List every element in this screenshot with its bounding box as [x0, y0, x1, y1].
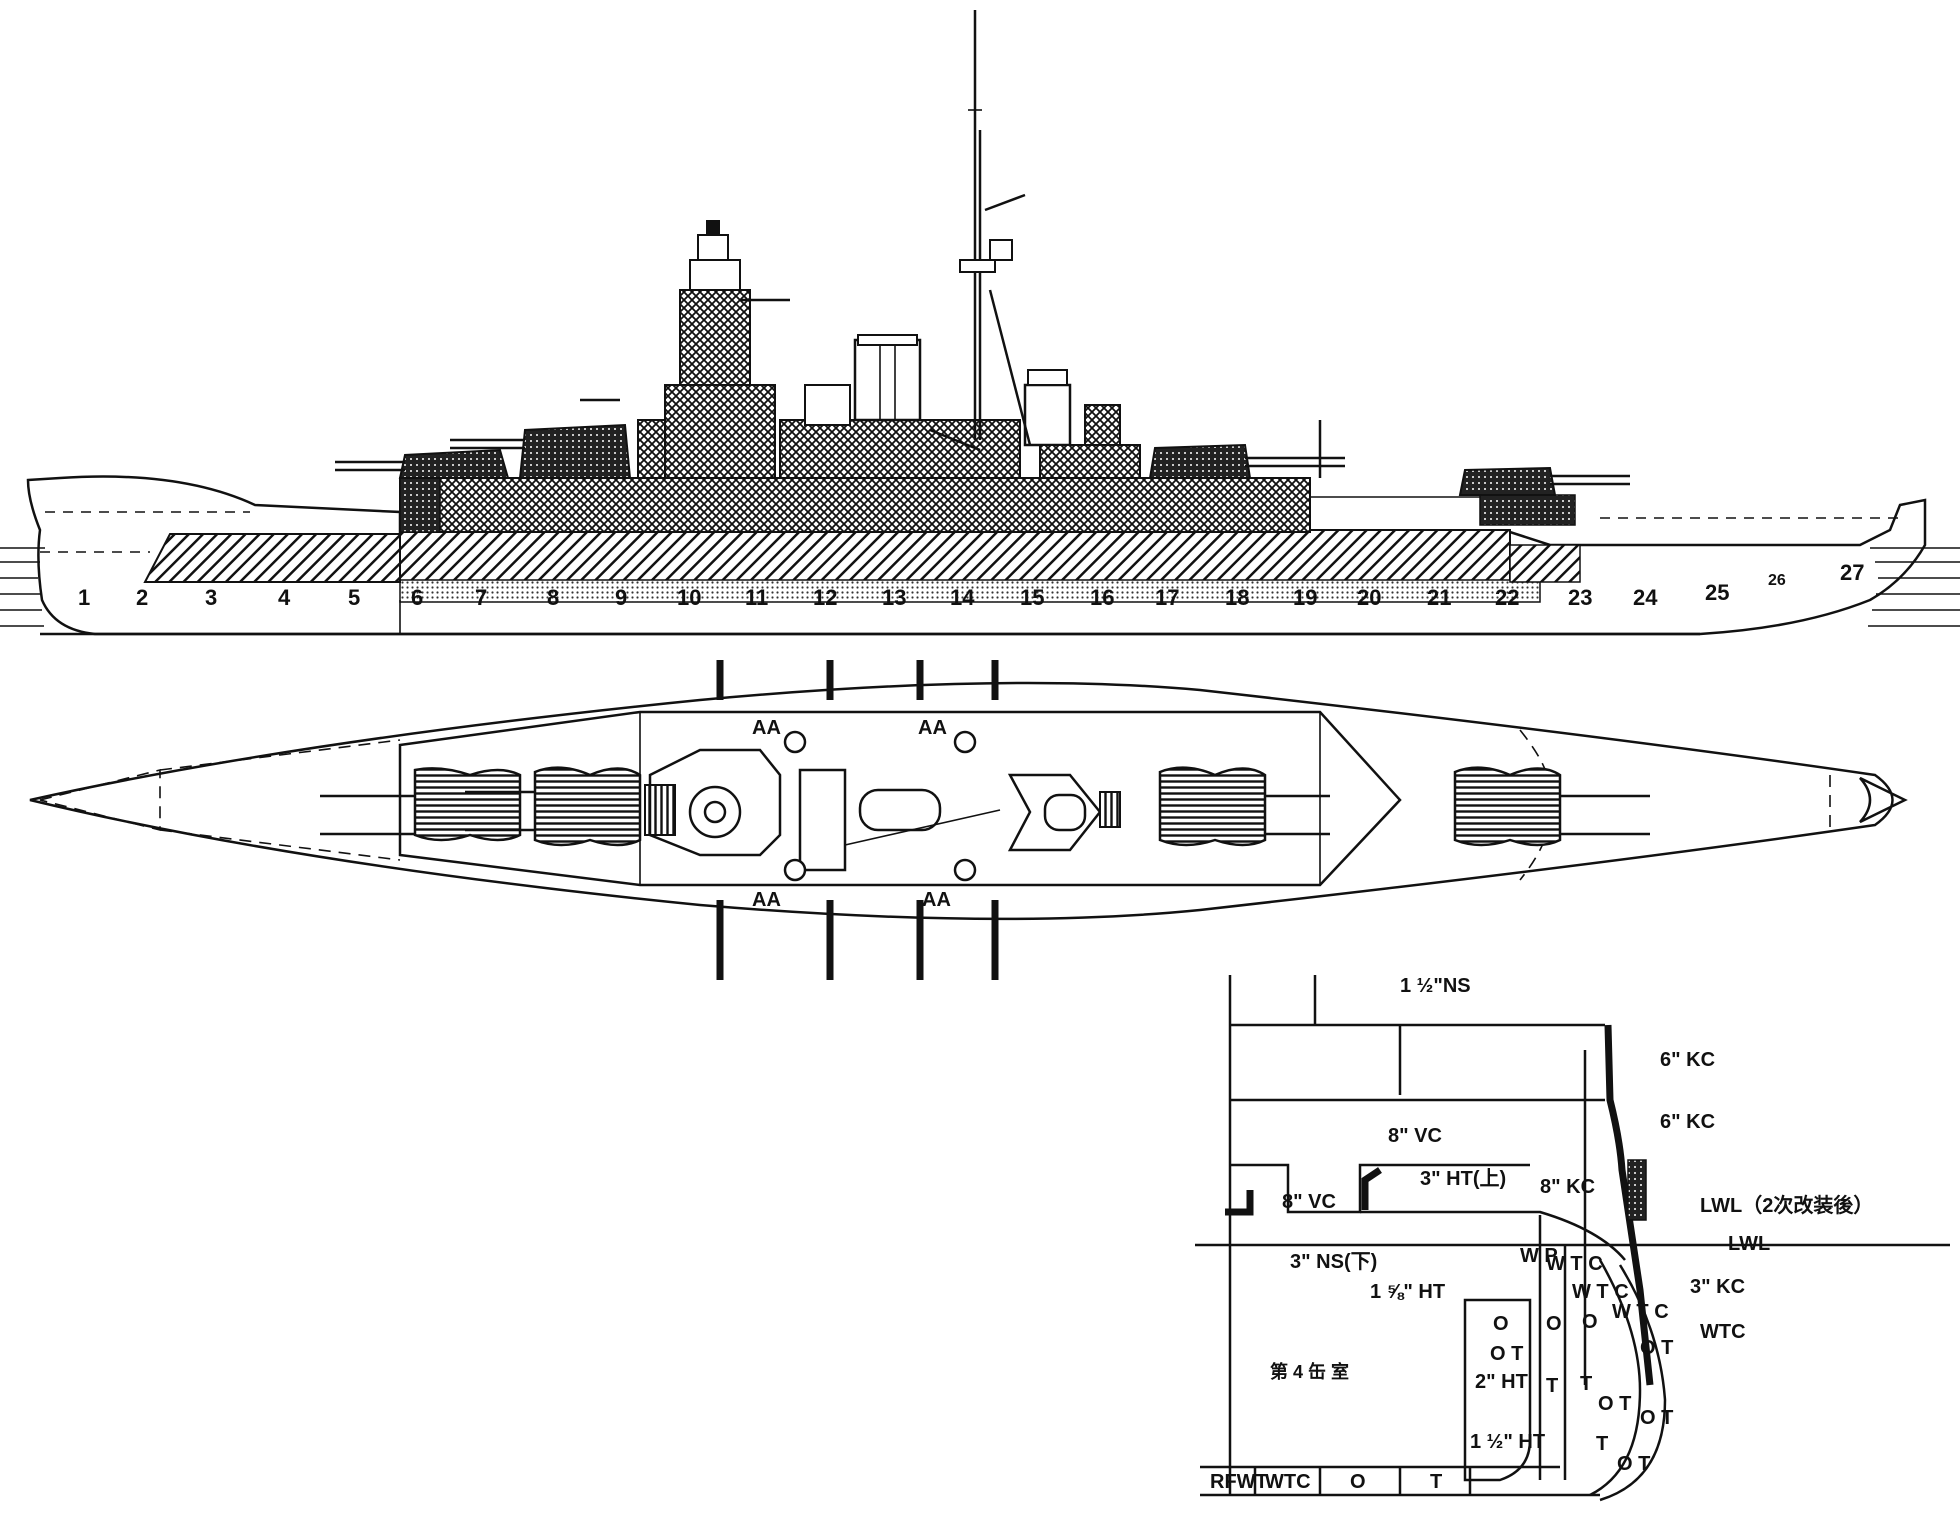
midship-section	[1195, 975, 1950, 1502]
label-ht1-5: 1 ½" HT	[1470, 1431, 1545, 1453]
compartment-number: 9	[615, 585, 627, 610]
label-kc3: 3" KC	[1690, 1276, 1745, 1298]
bottom-cell: WTC	[1265, 1471, 1311, 1493]
aa-labels: AA AA AA AA	[752, 717, 951, 911]
label-kc8: 8" KC	[1540, 1176, 1595, 1198]
compartment-number: 20	[1357, 585, 1381, 610]
label-kc6-a: 6" KC	[1660, 1049, 1715, 1071]
cell-ot: O T	[1490, 1343, 1523, 1365]
compartment-number: 24	[1633, 585, 1658, 610]
compartment-number: 22	[1495, 585, 1519, 610]
cell-wtc: W T C	[1572, 1281, 1629, 1303]
compartment-number: 5	[348, 585, 360, 610]
label-kc6-b: 6" KC	[1660, 1111, 1715, 1133]
compartment-number: 17	[1155, 585, 1179, 610]
compartment-number: 16	[1090, 585, 1114, 610]
aft-belt	[1509, 544, 1581, 583]
label-lwl-refit: LWL（2次改装後）	[1700, 1193, 1873, 1217]
label-ht1-5-8: 1 ⅝" HT	[1370, 1281, 1445, 1303]
cell-o: O	[1582, 1311, 1598, 1333]
bottom-cell: RFWT	[1210, 1471, 1268, 1493]
deck-outline	[29, 681, 1894, 921]
compartment-number: 14	[950, 585, 975, 610]
plan-view	[29, 660, 1908, 980]
superstructure	[580, 220, 1141, 479]
compartment-number: 6	[411, 585, 423, 610]
cell-t: T	[1580, 1373, 1592, 1395]
compartment-number: 13	[882, 585, 906, 610]
aa-label: AA	[752, 889, 781, 911]
compartment-number: 19	[1293, 585, 1317, 610]
cell-ot: O T	[1640, 1407, 1673, 1429]
cell-ot: O T	[1617, 1453, 1650, 1475]
aa-label: AA	[922, 889, 951, 911]
bottom-cell: T	[1430, 1471, 1442, 1493]
section-labels: 1 ½"NS 6" KC 6" KC 8" KC 8" VC 8" VC 3" …	[1270, 975, 1873, 1453]
compartment-number: 27	[1840, 560, 1864, 585]
compartment-number: 21	[1427, 585, 1451, 610]
side-profile	[0, 10, 1960, 636]
cell-ot: O T	[1640, 1337, 1673, 1359]
compartment-number: 8	[547, 585, 559, 610]
compartment-number: 3	[205, 585, 217, 610]
label-wtc-out: WTC	[1700, 1321, 1746, 1343]
label-vc8-a: 8" VC	[1388, 1125, 1442, 1147]
compartment-number: 11	[745, 585, 768, 610]
hull-outline	[26, 475, 1927, 636]
water-surface	[0, 547, 1960, 627]
bottom-cell: O	[1350, 1471, 1366, 1493]
label-lwl: LWL	[1728, 1233, 1770, 1255]
main-mast	[959, 10, 1032, 446]
compartment-labels: 1 2 3 4 5 6 7 8 9 10 11 12 13 14 15 16 1…	[78, 560, 1864, 610]
forward-belt	[143, 533, 401, 583]
cell-o: O	[1493, 1313, 1509, 1335]
upper-belt-armor	[399, 477, 1311, 533]
section-cells: W P W T C W T C W T C O O O O T O T O T …	[1490, 1245, 1673, 1475]
compartment-number: 10	[677, 585, 701, 610]
label-ht2: 2" HT	[1475, 1371, 1528, 1393]
lower-belt-armor	[399, 579, 1541, 603]
cell-t: T	[1546, 1375, 1558, 1397]
turrets-plan	[320, 766, 1650, 847]
aa-mounts	[783, 730, 977, 882]
compartment-number: 15	[1020, 585, 1044, 610]
cell-ot: O T	[1598, 1393, 1631, 1415]
label-ns-top: 1 ½"NS	[1400, 975, 1471, 997]
main-belt-armor	[399, 529, 1511, 583]
label-ns3-lower: 3" NS(下)	[1290, 1251, 1377, 1273]
compartment-number: 12	[813, 585, 837, 610]
aa-label: AA	[752, 717, 781, 739]
label-ht3-upper: 3" HT(上)	[1420, 1167, 1506, 1190]
main-turrets-profile	[335, 420, 1630, 496]
compartment-number: 7	[475, 585, 487, 610]
cell-t: T	[1596, 1433, 1608, 1455]
compartment-number: 2	[136, 585, 148, 610]
cell-wtc: W T C	[1546, 1253, 1603, 1275]
cell-wtc: W T C	[1612, 1301, 1669, 1323]
cell-o: O	[1546, 1313, 1562, 1335]
compartment-number: 1	[78, 585, 90, 610]
label-boiler-room: 第 4 缶 室	[1270, 1361, 1349, 1382]
compartment-number: 23	[1568, 585, 1592, 610]
aa-label: AA	[918, 717, 947, 739]
bottom-row: RFWT WTC O T	[1210, 1471, 1442, 1493]
compartment-number: 18	[1225, 585, 1249, 610]
cell-wp: W P	[1520, 1245, 1558, 1267]
compartment-number: 25	[1705, 580, 1729, 605]
compartment-number: 26	[1768, 572, 1786, 589]
label-vc8-b: 8" VC	[1282, 1191, 1336, 1213]
secondary-guns	[716, 660, 999, 980]
compartment-number: 4	[278, 585, 291, 610]
